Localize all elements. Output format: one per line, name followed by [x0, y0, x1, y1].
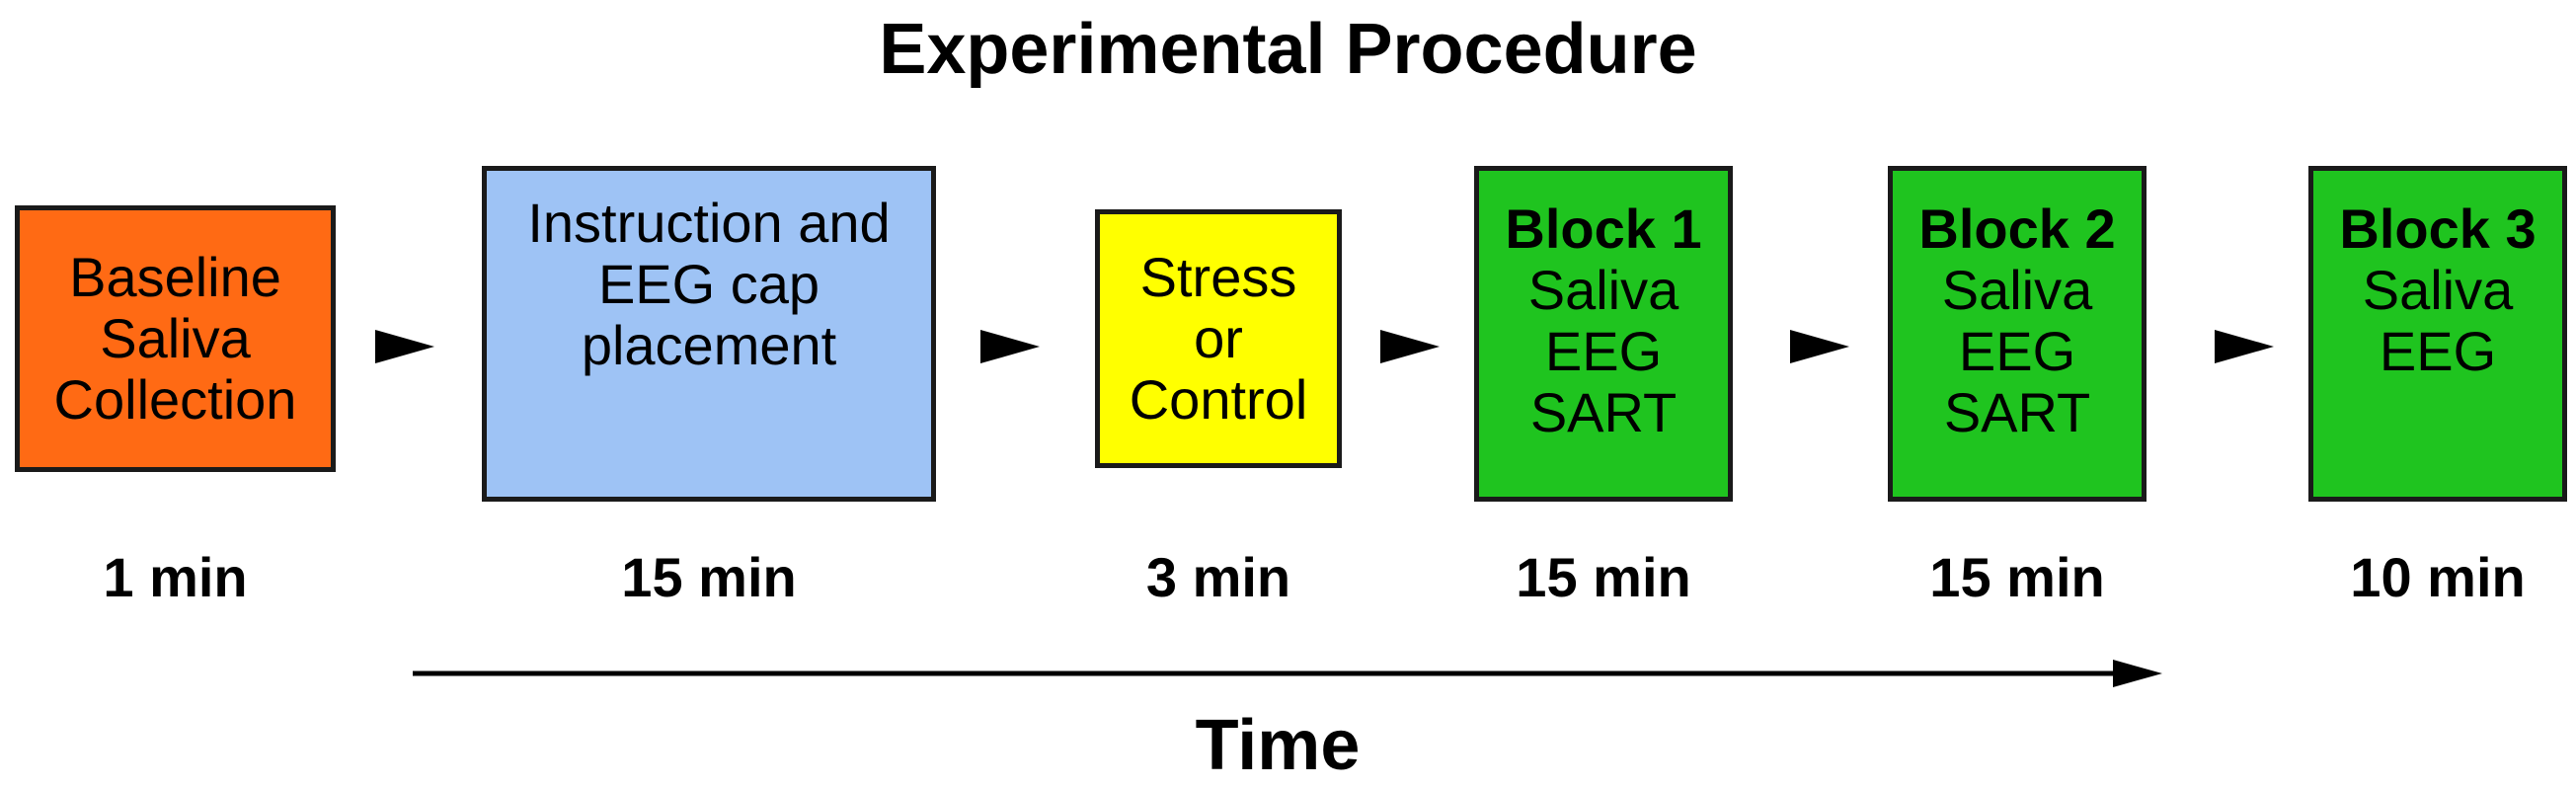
step-line: Stress: [1139, 246, 1297, 308]
step-duration: 15 min: [1929, 546, 2105, 608]
step-box-block-3: Block 3 Saliva EEG: [2308, 166, 2567, 502]
step-line: Saliva: [2362, 259, 2514, 321]
step-line: Control: [1129, 368, 1308, 431]
arrow-right-icon: [2215, 330, 2274, 363]
step-line: EEG: [1958, 320, 2076, 382]
step-heading: Block 1: [1505, 197, 1702, 260]
arrow-right-icon: [980, 330, 1040, 363]
step-box-block-2: Block 2 Saliva EEG SART: [1888, 166, 2147, 502]
step-line: placement: [581, 314, 837, 376]
step-box-instruction: Instruction and EEG cap placement: [482, 166, 936, 502]
step-line: EEG: [1544, 320, 1663, 382]
step-line: or: [1194, 307, 1243, 369]
arrow-right-icon: [375, 330, 434, 363]
step-duration: 10 min: [2350, 546, 2526, 608]
step-line: Instruction and: [527, 192, 891, 254]
step-duration: 3 min: [1145, 546, 1291, 608]
time-axis-label: Time: [1195, 706, 1361, 785]
step-box-block-1: Block 1 Saliva EEG SART: [1474, 166, 1733, 502]
diagram-title: Experimental Procedure: [879, 10, 1697, 89]
step-line: SART: [1529, 381, 1678, 443]
arrow-right-icon: [1790, 330, 1849, 363]
time-arrowhead-icon: [2113, 660, 2162, 687]
step-line: Saliva: [1527, 259, 1679, 321]
step-line: SART: [1943, 381, 2091, 443]
step-line: EEG cap: [597, 253, 820, 315]
step-line: Collection: [53, 368, 297, 431]
step-heading: Block 2: [1918, 197, 2116, 260]
arrow-right-icon: [1380, 330, 1440, 363]
step-duration: 15 min: [1516, 546, 1691, 608]
step-line: EEG: [2379, 320, 2497, 382]
step-line: Saliva: [1941, 259, 2093, 321]
step-line: Baseline: [69, 246, 281, 308]
step-line: Saliva: [100, 307, 251, 369]
step-duration: 1 min: [103, 546, 248, 608]
step-duration: 15 min: [621, 546, 797, 608]
step-box-baseline: Baseline Saliva Collection: [15, 205, 336, 472]
step-heading: Block 3: [2339, 197, 2537, 260]
step-box-stress: Stress or Control: [1095, 209, 1342, 468]
